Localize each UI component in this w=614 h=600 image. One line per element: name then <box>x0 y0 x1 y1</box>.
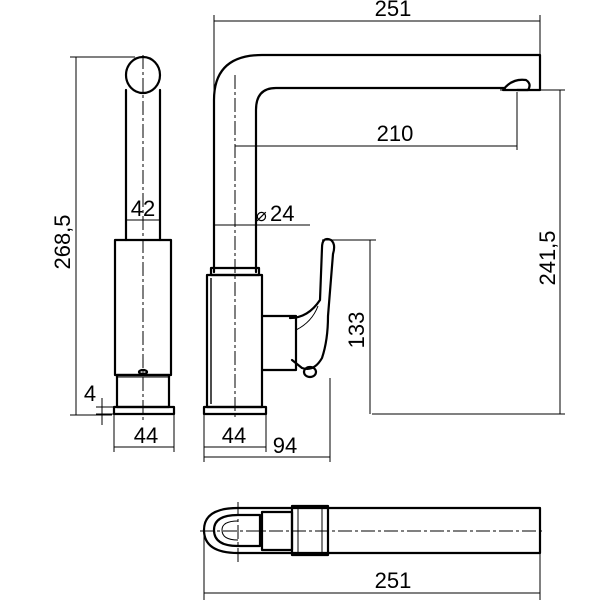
dimension-pipe-diameter: ⌀ 24 <box>214 201 310 226</box>
front-view-lever <box>288 237 336 370</box>
body-top-label: 42 <box>131 196 155 221</box>
lever-projection-label: 94 <box>273 433 297 458</box>
side-view <box>112 55 176 420</box>
base-side-label: 44 <box>134 423 158 448</box>
dimension-spout-reach: 251 <box>213 0 541 95</box>
front-view-spout <box>212 53 542 274</box>
front-view-handle-housing <box>260 314 298 372</box>
dimension-top-view-reach: 251 <box>203 530 541 600</box>
dimension-spout-inner: 210 <box>235 92 518 150</box>
spout-height-label: 241,5 <box>535 230 560 285</box>
dimension-base-side: 44 <box>113 414 175 452</box>
dimension-body-top: 42 <box>126 196 160 221</box>
top-view-body-ring <box>212 513 262 548</box>
top-view <box>200 502 545 565</box>
pipe-diameter-symbol: ⌀ <box>256 205 267 225</box>
base-offset-label: 4 <box>84 381 96 406</box>
dimension-base-front: 44 <box>203 414 267 462</box>
front-view <box>202 53 542 420</box>
dimension-handle-height: 133 <box>322 239 376 414</box>
side-view-neck <box>124 88 162 242</box>
dimension-total-height: 268,5 <box>50 56 135 416</box>
base-front-label: 44 <box>222 423 246 448</box>
handle-height-label: 133 <box>344 312 369 349</box>
side-view-base <box>112 405 176 416</box>
total-height-label: 268,5 <box>50 214 75 269</box>
front-view-aerator <box>501 78 531 92</box>
dimension-lever-projection: 94 <box>204 378 331 462</box>
top-view-reach-label: 251 <box>375 568 412 593</box>
pipe-diameter-label: 24 <box>270 201 294 226</box>
spout-reach-label: 251 <box>375 0 412 21</box>
dimension-spout-height: 241,5 <box>372 89 565 415</box>
dimension-base-offset: 4 <box>84 381 114 425</box>
spout-inner-label: 210 <box>377 121 414 146</box>
